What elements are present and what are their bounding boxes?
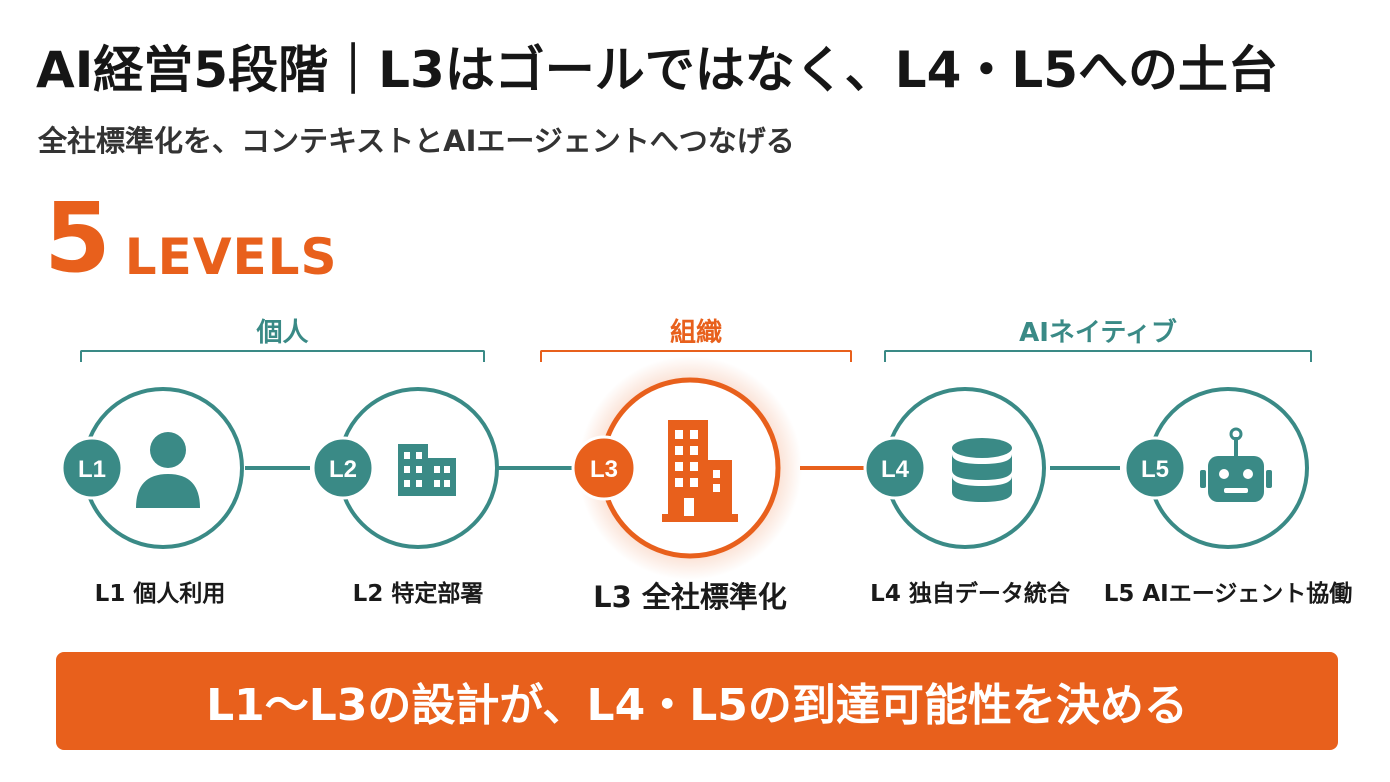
level-label-l4: L4 独自データ統合 <box>870 581 1070 607</box>
robot-icon <box>1200 427 1272 502</box>
group-label-ai-native: AIネイティブ <box>1019 318 1177 348</box>
badge-l2 <box>311 436 375 500</box>
conclusion-text: L1〜L3の設計が、L4・L5の到達可能性を決める <box>206 680 1188 731</box>
badge-l1 <box>60 436 124 500</box>
badge-l4-text: L4 <box>881 456 910 483</box>
level-label-l5: L5 AIエージェント協働 <box>1103 581 1353 607</box>
page-subtitle: 全社標準化を、コンテキストとAIエージェントへつなげる <box>38 124 795 158</box>
group-bracket-organization <box>540 350 852 362</box>
level-label-l3: L3 全社標準化 <box>593 580 787 614</box>
badge-l4 <box>863 436 927 500</box>
level-node-l5: L5 <box>1123 387 1309 549</box>
group-label-individual: 個人 <box>256 318 309 348</box>
levels-diagram: L1 L2 <box>60 356 1309 580</box>
group-bracket-individual <box>80 350 485 362</box>
level-node-l3: L3 <box>571 356 802 580</box>
level-node-l2: L2 <box>311 387 499 549</box>
badge-l3 <box>571 435 637 501</box>
group-label-organization: 組織 <box>669 318 722 348</box>
badge-l1-text: L1 <box>78 456 106 483</box>
level-label-l2: L2 特定部署 <box>352 581 484 607</box>
level-node-l4: L4 <box>863 387 1046 549</box>
badge-l3-text: L3 <box>590 456 618 483</box>
level-label-l1: L1 個人利用 <box>94 581 226 607</box>
group-bracket-ai-native <box>884 350 1312 362</box>
tall-building-icon <box>662 420 738 522</box>
levels-number: 5 <box>44 182 111 294</box>
badge-l2-text: L2 <box>329 456 357 483</box>
database-icon <box>952 438 1012 502</box>
person-icon <box>136 432 200 508</box>
badge-l5-text: L5 <box>1141 456 1169 483</box>
levels-word: LEVELS <box>124 228 338 286</box>
office-building-icon <box>398 444 456 496</box>
badge-l5 <box>1123 436 1187 500</box>
conclusion-banner: L1〜L3の設計が、L4・L5の到達可能性を決める <box>56 652 1338 750</box>
level-node-l1: L1 <box>60 387 244 549</box>
page-title: AI経営5段階｜L3はゴールではなく、L4・L5への土台 <box>36 41 1279 99</box>
